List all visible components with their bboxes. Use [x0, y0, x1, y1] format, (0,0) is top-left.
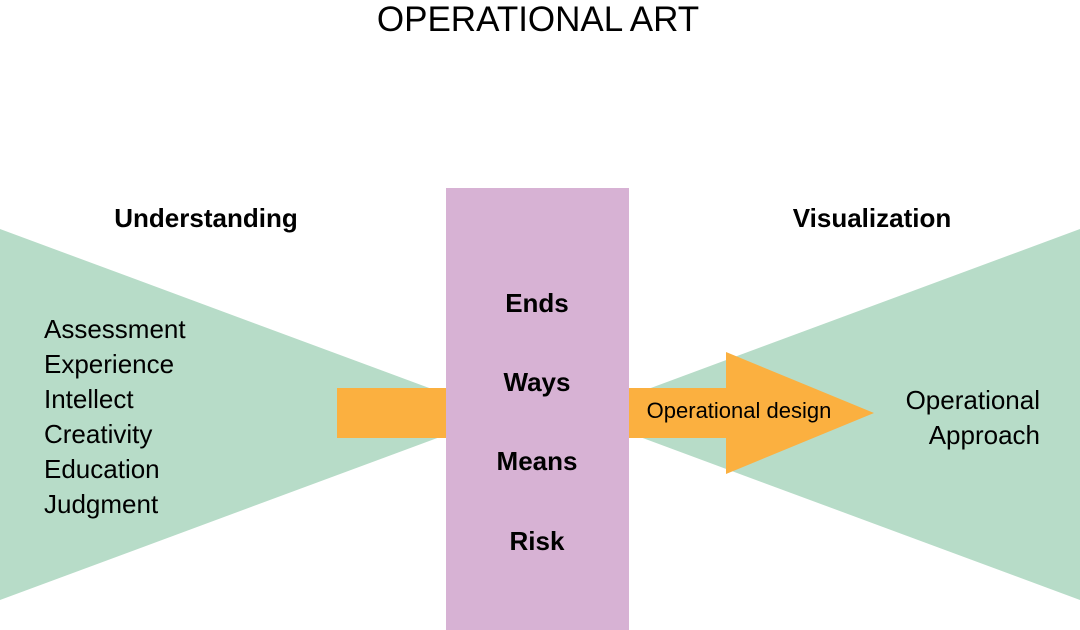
- visualization-heading: Visualization: [793, 203, 951, 233]
- factor-judgment: Judgment: [44, 489, 159, 519]
- factor-assessment: Assessment: [44, 314, 186, 344]
- element-means: Means: [497, 446, 578, 476]
- element-risk: Risk: [510, 526, 565, 556]
- outcome-line-1: Operational: [906, 385, 1040, 415]
- factor-creativity: Creativity: [44, 419, 152, 449]
- element-ends: Ends: [505, 288, 569, 318]
- factor-experience: Experience: [44, 349, 174, 379]
- ends-ways-means-risk-box: [446, 188, 629, 630]
- input-arrow-bar: [337, 388, 449, 438]
- outcome-line-2: Approach: [929, 420, 1040, 450]
- factor-intellect: Intellect: [44, 384, 134, 414]
- understanding-funnel: [0, 229, 440, 600]
- diagram-title: OPERATIONAL ART: [377, 0, 699, 39]
- understanding-heading: Understanding: [114, 203, 297, 233]
- element-ways: Ways: [504, 367, 571, 397]
- factor-education: Education: [44, 454, 160, 484]
- operational-design-label: Operational design: [647, 398, 832, 423]
- operational-design-arrow: [628, 352, 874, 474]
